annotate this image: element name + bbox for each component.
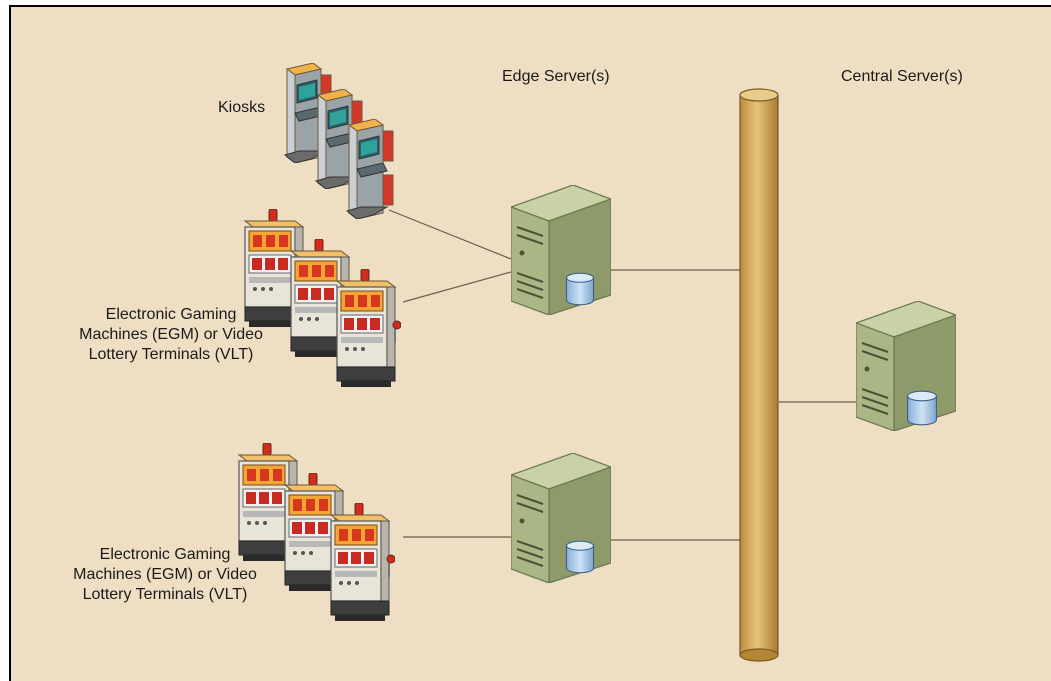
central-servers-label: Central Server(s) xyxy=(841,68,963,85)
connection-lines xyxy=(388,209,856,541)
link-kiosks-edge1 xyxy=(388,209,512,260)
egm-group-1-line-3: Lottery Terminals (VLT) xyxy=(88,346,254,363)
server-icon xyxy=(511,453,611,583)
kiosk-icon xyxy=(284,63,394,219)
database-icon xyxy=(906,390,938,426)
edge-servers-label: Edge Server(s) xyxy=(502,68,610,85)
server-icon xyxy=(511,185,611,315)
database-icon xyxy=(565,540,595,574)
server-icon xyxy=(856,301,956,431)
kiosks-label: Kiosks xyxy=(218,99,266,116)
egm-group-2-line-2: Machines (EGM) or Video xyxy=(73,566,257,583)
network-backbone-pipe xyxy=(739,88,779,662)
link-egm1-edge1 xyxy=(402,271,512,303)
egm-group-2-label: Electronic Gaming Machines (EGM) or Vide… xyxy=(67,545,263,605)
egm-group-1-label: Electronic Gaming Machines (EGM) or Vide… xyxy=(73,305,269,365)
database-icon xyxy=(565,272,595,306)
egm-group-1-line-2: Machines (EGM) or Video xyxy=(79,326,263,343)
egm-group-2-line-1: Electronic Gaming xyxy=(99,546,231,563)
network-diagram: Edge Server(s) Central Server(s) Kiosks … xyxy=(9,5,1051,681)
egm-group-2-line-3: Lottery Terminals (VLT) xyxy=(82,586,248,603)
egm-group-1-line-1: Electronic Gaming xyxy=(105,306,237,323)
